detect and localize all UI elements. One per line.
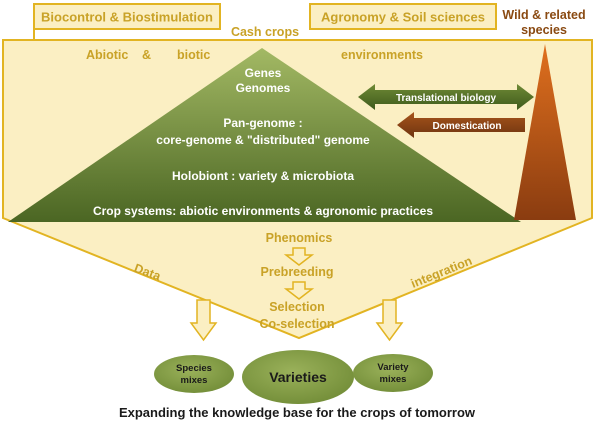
caption: Expanding the knowledge base for the cro… bbox=[119, 405, 476, 420]
selection-label: Selection bbox=[269, 300, 325, 314]
translational-biology-label: Translational biology bbox=[396, 93, 496, 104]
domestication-arrow bbox=[397, 112, 525, 138]
variety-mixes-label-2: mixes bbox=[380, 374, 407, 385]
prebreeding-label: Prebreeding bbox=[261, 265, 334, 279]
wild-species-triangle bbox=[514, 44, 576, 220]
pyramid-genes: Genes bbox=[245, 66, 282, 80]
wild-species-label-2: species bbox=[521, 23, 567, 37]
arrow-prebreeding-to-selection bbox=[283, 281, 315, 300]
abiotic-label: Abiotic bbox=[86, 48, 128, 62]
pyramid-pan-genome-2: core-genome & "distributed" genome bbox=[156, 133, 370, 147]
pyramid-pan-genome-1: Pan-genome : bbox=[223, 116, 302, 130]
environments-label: environments bbox=[341, 48, 423, 62]
knowledge-pyramid bbox=[8, 48, 521, 222]
variety-mixes-label-1: Variety bbox=[377, 362, 409, 373]
variety-mixes-oval bbox=[353, 354, 433, 392]
domestication-label: Domestication bbox=[433, 121, 502, 132]
wild-species-label-1: Wild & related bbox=[502, 8, 585, 22]
varieties-oval bbox=[242, 350, 354, 404]
phenomics-label: Phenomics bbox=[266, 231, 333, 245]
arrow-phenomics-to-prebreeding bbox=[283, 247, 315, 266]
species-mixes-oval bbox=[154, 355, 234, 393]
environments-ampersand: & bbox=[142, 48, 151, 62]
pyramid-genomes: Genomes bbox=[236, 81, 291, 95]
cash-crops-label: Cash crops bbox=[231, 25, 299, 39]
biotic-label: biotic bbox=[177, 48, 210, 62]
biocontrol-box bbox=[33, 3, 221, 30]
species-mixes-label-1: Species bbox=[176, 363, 212, 374]
left-down-arrow bbox=[189, 299, 218, 342]
pyramid-crop-systems: Crop systems: abiotic environments & agr… bbox=[93, 204, 433, 218]
agronomy-label: Agronomy & Soil sciences bbox=[321, 10, 485, 25]
translational-biology-arrow bbox=[358, 84, 534, 110]
coselection-label: Co-selection bbox=[259, 317, 334, 331]
biocontrol-box-tail bbox=[33, 29, 66, 41]
right-down-arrow bbox=[375, 299, 404, 342]
agronomy-box bbox=[309, 3, 497, 30]
species-mixes-label-2: mixes bbox=[181, 375, 208, 386]
biocontrol-label: Biocontrol & Biostimulation bbox=[41, 10, 213, 25]
pyramid-holobiont: Holobiont : variety & microbiota bbox=[172, 169, 354, 183]
varieties-label: Varieties bbox=[269, 369, 327, 385]
